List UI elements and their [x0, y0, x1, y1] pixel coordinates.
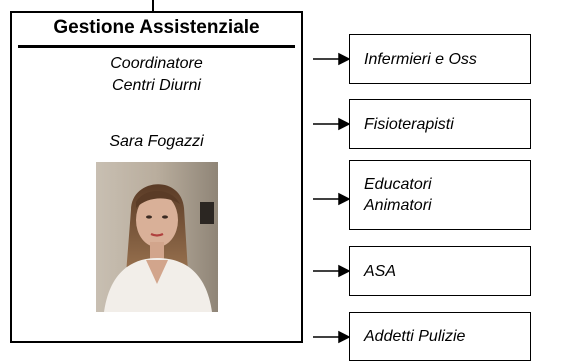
unit-box-fisioterapisti: Fisioterapisti [349, 99, 531, 149]
title-underline [18, 45, 295, 48]
unit-box-asa: ASA [349, 246, 531, 296]
role-line-2: Centri Diurni [112, 77, 201, 94]
unit-box-addetti-pulizie: Addetti Pulizie [349, 312, 531, 361]
unit-label: Educatori [364, 176, 432, 193]
connector-from-above [152, 0, 154, 11]
unit-box-infermieri-oss: Infermieri e Oss [349, 34, 531, 84]
unit-box-educatori-animatori: Educatori Animatori [349, 160, 531, 230]
unit-label: Fisioterapisti [364, 115, 454, 133]
person-photo [96, 162, 218, 312]
person-name: Sara Fogazzi [109, 133, 204, 150]
unit-label: Infermieri e Oss [364, 50, 477, 68]
role-line-1: Coordinatore [110, 55, 203, 72]
unit-label: Animatori [364, 197, 432, 214]
unit-label: ASA [364, 262, 397, 280]
unit-label: Addetti Pulizie [364, 328, 466, 345]
management-title: Gestione Assistenziale [53, 17, 260, 38]
